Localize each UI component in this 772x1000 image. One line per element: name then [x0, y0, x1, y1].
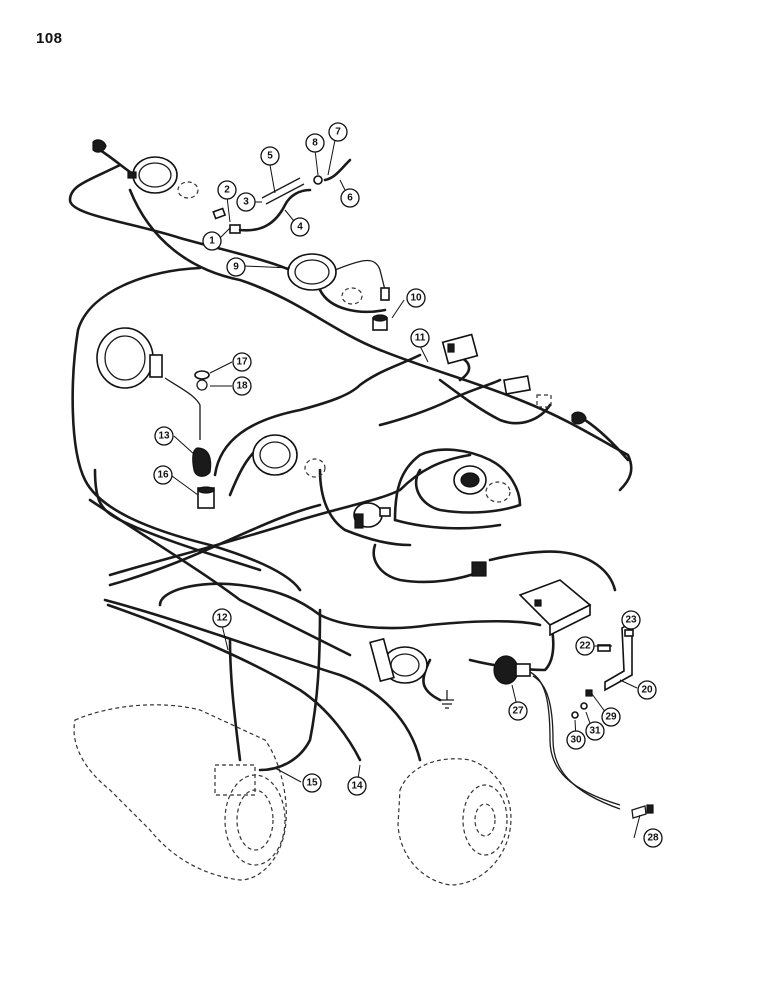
- starter-motor: [73, 704, 287, 881]
- callout-4: 4: [290, 217, 310, 237]
- callout-28: 28: [643, 828, 663, 848]
- svg-text:6: 6: [347, 193, 353, 204]
- sender-unit: [372, 314, 388, 331]
- callout-3: 3: [236, 192, 256, 212]
- callout-15: 15: [302, 773, 322, 793]
- callouts: 1 2 3 4 5 6 7 8 9 10 11 12 13 14 15 16 1…: [153, 122, 663, 848]
- svg-text:22: 22: [579, 641, 591, 652]
- callout-31: 31: [585, 721, 605, 741]
- indicator-light: [453, 465, 511, 503]
- svg-text:12: 12: [216, 613, 228, 624]
- svg-text:1: 1: [209, 236, 215, 247]
- sensor-probe: [192, 447, 212, 477]
- callout-14: 14: [347, 776, 367, 796]
- callout-27: 27: [508, 701, 528, 721]
- svg-text:15: 15: [306, 778, 318, 789]
- svg-text:7: 7: [335, 127, 341, 138]
- svg-text:16: 16: [157, 470, 169, 481]
- callout-6: 6: [340, 188, 360, 208]
- callout-13: 13: [154, 426, 174, 446]
- callout-16: 16: [153, 465, 173, 485]
- callout-23: 23: [621, 610, 641, 630]
- svg-text:13: 13: [158, 431, 170, 442]
- voltage-regulator: [518, 579, 592, 637]
- svg-text:9: 9: [233, 262, 239, 273]
- callout-17: 17: [232, 352, 252, 372]
- callout-9: 9: [226, 257, 246, 277]
- callout-12: 12: [212, 608, 232, 628]
- svg-text:17: 17: [236, 357, 248, 368]
- page-number: 108: [36, 30, 63, 47]
- ammeter: [252, 434, 326, 478]
- svg-text:4: 4: [297, 222, 303, 233]
- svg-text:23: 23: [625, 615, 637, 626]
- components: [73, 139, 654, 886]
- svg-text:28: 28: [647, 833, 659, 844]
- choke-knob: [493, 655, 621, 810]
- svg-text:8: 8: [312, 138, 318, 149]
- svg-text:14: 14: [351, 781, 363, 792]
- fitting-16: [197, 486, 215, 509]
- svg-text:11: 11: [415, 333, 426, 344]
- fittings-group: [212, 158, 352, 234]
- fuel-gauge: [287, 253, 390, 305]
- svg-text:20: 20: [641, 685, 653, 696]
- callout-30: 30: [566, 730, 586, 750]
- svg-text:30: 30: [570, 735, 582, 746]
- callout-7: 7: [328, 122, 348, 142]
- svg-text:3: 3: [243, 197, 249, 208]
- alternator: [397, 758, 512, 886]
- callout-2: 2: [217, 180, 237, 200]
- callout-11: 11: [410, 328, 430, 348]
- callout-10: 10: [406, 288, 426, 308]
- callout-22: 22: [575, 636, 595, 656]
- callout-5: 5: [260, 146, 280, 166]
- svg-text:5: 5: [267, 151, 273, 162]
- callout-8: 8: [305, 133, 325, 153]
- horn: [369, 637, 454, 709]
- callout-18: 18: [232, 376, 252, 396]
- svg-text:2: 2: [224, 185, 230, 196]
- svg-text:10: 10: [410, 293, 422, 304]
- hardware: [571, 629, 654, 819]
- tachometer: [96, 327, 210, 440]
- svg-text:29: 29: [605, 712, 617, 723]
- callout-20: 20: [637, 680, 657, 700]
- svg-text:31: 31: [589, 726, 601, 737]
- callout-1: 1: [202, 231, 222, 251]
- temperature-gauge: [127, 156, 199, 199]
- pressure-switch: [471, 561, 487, 577]
- svg-text:18: 18: [236, 381, 248, 392]
- lamp-bulb: [92, 139, 107, 153]
- wiring-harness: [68, 148, 633, 772]
- callout-29: 29: [601, 707, 621, 727]
- connector-block: [441, 333, 587, 425]
- svg-text:27: 27: [512, 706, 524, 717]
- key-switch: [353, 502, 391, 529]
